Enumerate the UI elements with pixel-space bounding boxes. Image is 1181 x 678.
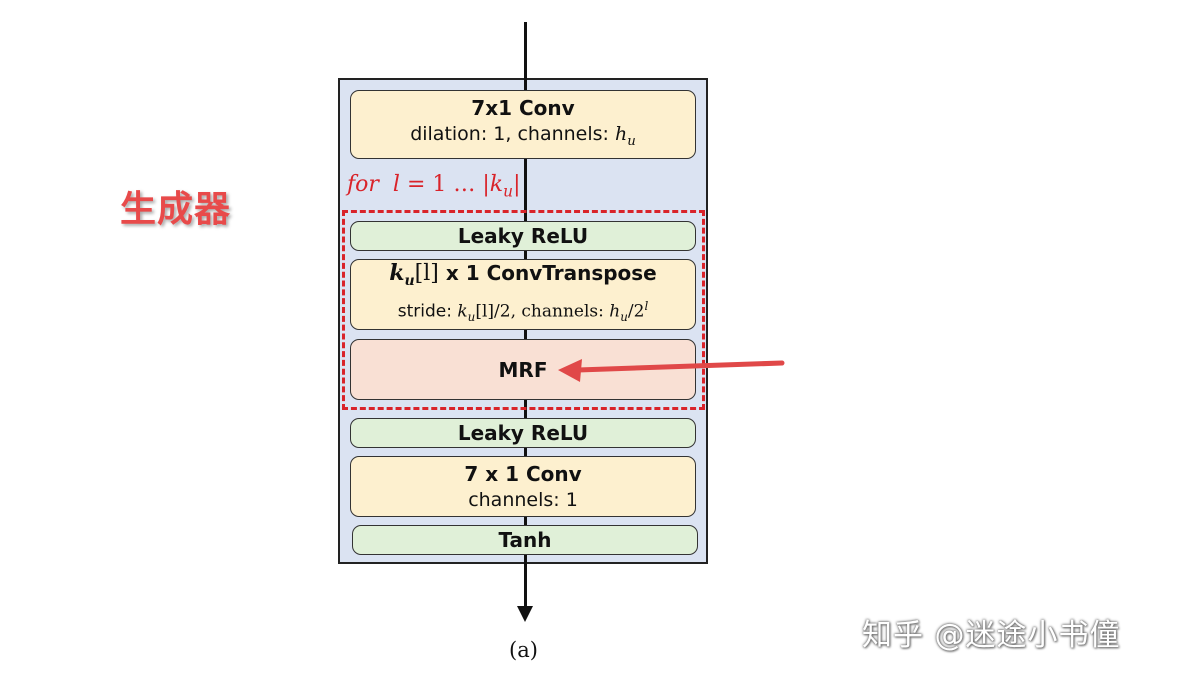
output-arrowhead [517, 606, 533, 622]
conv-out-title: 7 x 1 Conv [464, 461, 582, 486]
leaky-relu-block-2: Leaky ReLU [350, 418, 696, 448]
loop-keyword: for [347, 172, 379, 197]
leaky-relu-2-label: Leaky ReLU [457, 421, 589, 445]
conv-in-block: 7x1 Conv dilation: 1, channels: hu [350, 90, 696, 159]
conv-in-title: 7x1 Conv [471, 95, 575, 120]
figure-caption: (a) [509, 638, 538, 662]
conv-transpose-subtitle: stride: ku[l]/2, channels: hu/2l [397, 298, 649, 325]
conv-out-block: 7 x 1 Conv channels: 1 [350, 456, 696, 517]
loop-variable: l [392, 172, 400, 197]
side-label: 生成器 [120, 189, 232, 230]
watermark: 知乎 @迷途小书僮 [862, 618, 1121, 653]
loop-label: for l = 1 … |ku| [347, 172, 521, 201]
upsample-loop-box [342, 210, 705, 410]
conv-transpose-block: ku[l] x 1 ConvTranspose stride: ku[l]/2,… [350, 259, 696, 330]
loop-bound: k [489, 172, 504, 197]
tanh-label: Tanh [498, 528, 552, 552]
mrf-block: MRF [350, 339, 696, 400]
leaky-relu-1-label: Leaky ReLU [457, 224, 589, 248]
conv-in-subtitle: dilation: 1, channels: hu [410, 122, 636, 149]
leaky-relu-block-1: Leaky ReLU [350, 221, 696, 251]
tanh-block: Tanh [352, 525, 698, 555]
loop-range: = 1 … [406, 172, 476, 197]
conv-transpose-title: ku[l] x 1 ConvTranspose [389, 259, 657, 289]
mrf-label: MRF [498, 357, 548, 382]
loop-bound-sub: u [503, 182, 514, 201]
conv-out-subtitle: channels: 1 [468, 488, 578, 511]
